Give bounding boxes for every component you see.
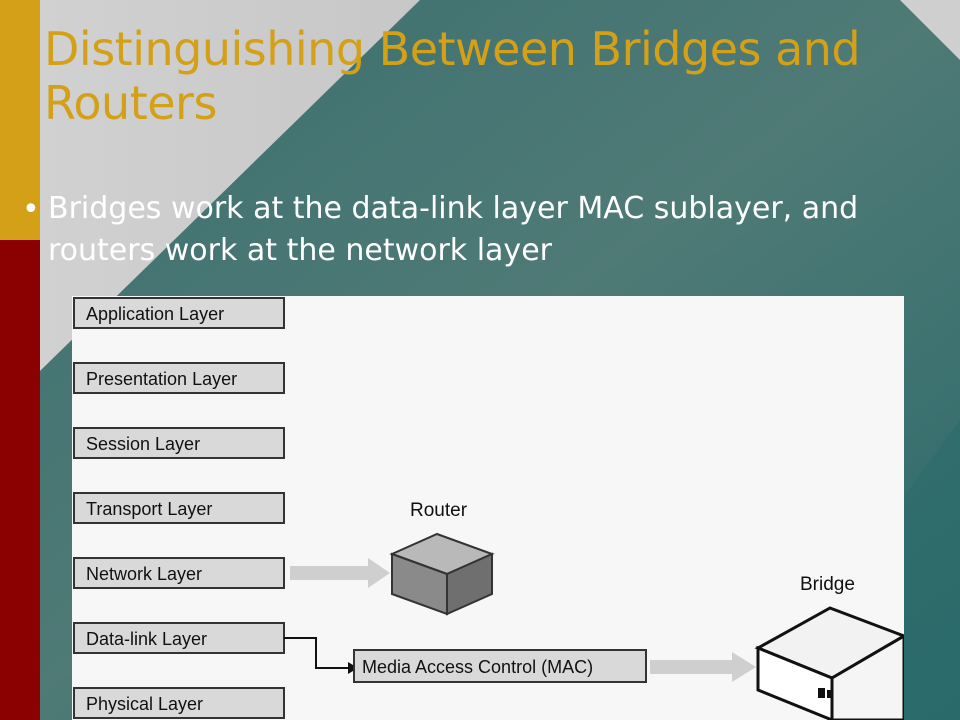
mac-sublayer-box: [353, 649, 647, 683]
layer-box-network: [73, 557, 285, 589]
layer-label-physical: Physical Layer: [86, 694, 203, 714]
router-label: Router: [410, 500, 468, 521]
mac-to-bridge-arrow: [650, 652, 756, 682]
slide-title: Distinguishing Between Bridges and Route…: [44, 22, 861, 130]
osi-layer-stack: Application Layer Presentation Layer Ses…: [73, 297, 285, 719]
network-to-router-arrow: [290, 558, 390, 588]
layer-box-transport: [73, 492, 285, 524]
layer-box-application: [73, 297, 285, 329]
bullet-text: Bridges work at the data-link layer MAC …: [48, 191, 859, 268]
mac-sublayer-label: Media Access Control (MAC): [362, 657, 593, 677]
layer-box-presentation: [73, 362, 285, 394]
layer-box-data-link: [73, 622, 285, 654]
layer-label-session: Session Layer: [86, 434, 200, 454]
layer-label-network: Network Layer: [86, 564, 202, 584]
layer-box-physical: [73, 687, 285, 719]
bridge-label: Bridge: [800, 574, 855, 595]
layer-label-application: Application Layer: [86, 304, 224, 324]
data-link-to-mac-connector: [284, 637, 358, 674]
left-accent-bar-top: [0, 0, 40, 240]
layer-label-presentation: Presentation Layer: [86, 369, 237, 389]
layer-label-transport: Transport Layer: [86, 499, 212, 519]
left-accent-bar-bottom: [0, 240, 40, 720]
bullet-dot-icon: •: [22, 192, 40, 227]
bridge-icon: [754, 606, 904, 720]
osi-diagram: Application Layer Presentation Layer Ses…: [72, 296, 904, 720]
bullet-item: • Bridges work at the data-link layer MA…: [22, 188, 942, 272]
layer-label-data-link: Data-link Layer: [86, 629, 207, 649]
layer-box-session: [73, 427, 285, 459]
router-icon: [389, 532, 495, 616]
